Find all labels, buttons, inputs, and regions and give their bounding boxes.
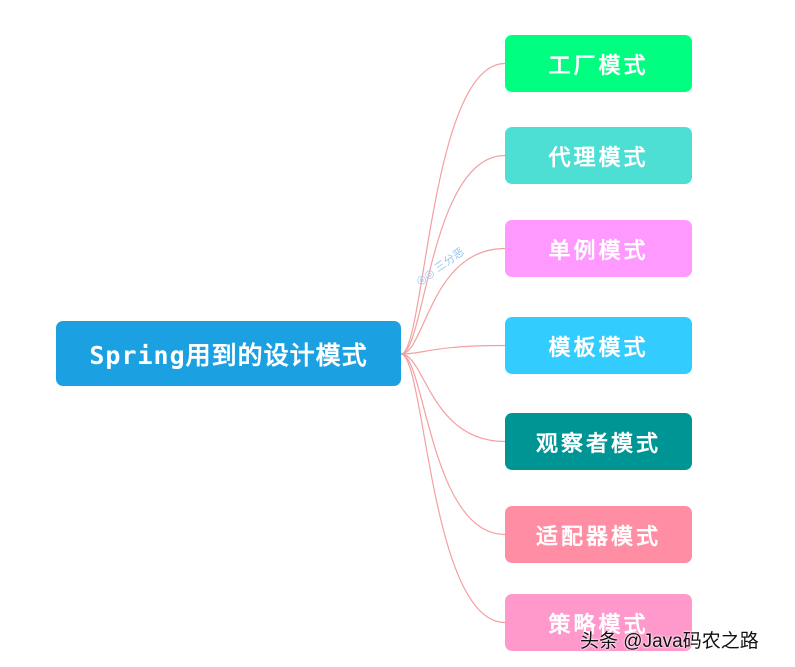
connector-line [400,353,506,624]
child-node[interactable]: 工厂模式 [505,35,692,92]
connector-line [400,353,506,443]
connector-line [400,154,506,355]
child-node[interactable]: 单例模式 [505,220,692,277]
child-node[interactable]: 策略模式 [505,594,692,651]
connector-line [400,353,506,536]
root-node[interactable]: Spring用到的设计模式 [56,321,401,386]
source-watermark: 头条 @Java码农之路 [580,631,759,652]
connector-line [400,247,506,355]
connector-line [400,344,506,355]
connector-line [400,62,506,355]
child-node[interactable]: 模板模式 [505,317,692,374]
child-node[interactable]: 观察者模式 [505,413,692,470]
child-node[interactable]: 代理模式 [505,127,692,184]
child-node[interactable]: 适配器模式 [505,506,692,563]
